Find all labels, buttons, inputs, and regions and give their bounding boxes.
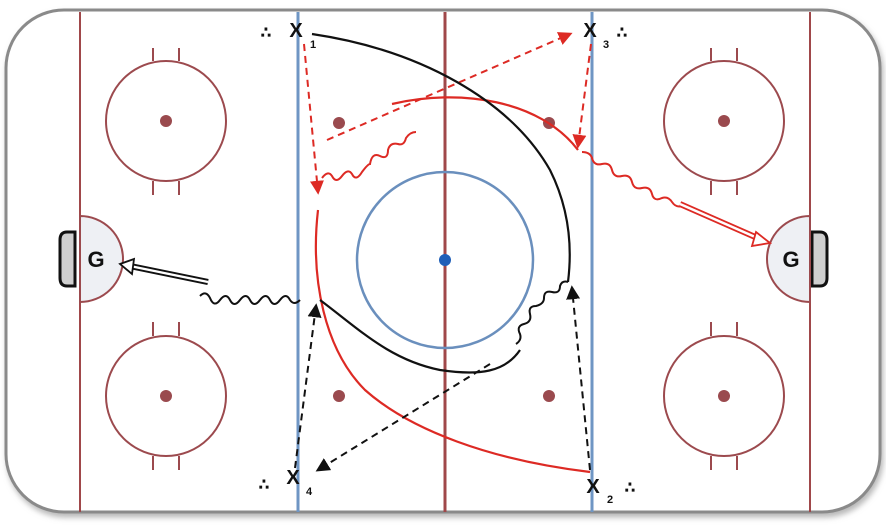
skate-red-top-arc [391, 96, 579, 151]
goalie-label-left: G [87, 247, 104, 272]
goalie-label-right: G [782, 247, 799, 272]
player-3-puck: ∴ [616, 25, 627, 42]
player-1-puck: ∴ [260, 25, 271, 42]
faceoff-circle-left-top [105, 48, 227, 195]
pass-red-to-p3 [326, 32, 573, 141]
center-circle [355, 170, 535, 350]
player-3-mark: X [583, 20, 597, 42]
neutral-dot-bottom-right [543, 390, 555, 402]
neutral-dot-bottom-left [333, 390, 345, 402]
faceoff-circle-right-bottom [663, 322, 785, 470]
pass-red-p1-down [303, 43, 324, 195]
skate-black-lower-arc [319, 299, 521, 374]
shot-red-to-right-goal [678, 201, 773, 248]
stickhandle-black-left [199, 292, 301, 305]
pass-black-p4-up [294, 303, 322, 469]
pass-black-to-p4 [315, 363, 491, 472]
pass-black-p2-up [566, 285, 591, 471]
goal-left [58, 214, 124, 304]
player-4-mark: X [286, 467, 300, 489]
player-4-number: 4 [306, 486, 313, 498]
stickhandle-red-left [321, 131, 417, 181]
goal-right [766, 214, 829, 304]
stickhandle-red-right [581, 151, 683, 208]
player-2: X 2 ∴ [586, 476, 635, 506]
skate-red-p2-arc [314, 209, 591, 474]
player-3-number: 3 [603, 39, 609, 51]
player-4: X 4 ∴ [258, 467, 313, 498]
player-2-puck: ∴ [624, 480, 635, 497]
center-faceoff-dot [439, 254, 451, 266]
stickhandle-black-right [515, 280, 569, 345]
shot-black-to-left-goal [118, 257, 209, 285]
neutral-dot-top-left [333, 117, 345, 129]
pass-red-p3-down [572, 43, 592, 149]
player-2-mark: X [586, 476, 600, 498]
player-1-number: 1 [310, 39, 316, 51]
player-3: X 3 ∴ [583, 20, 627, 51]
player-1: X 1 ∴ [260, 20, 316, 51]
player-4-puck: ∴ [258, 477, 269, 494]
faceoff-circle-right-top [663, 48, 785, 195]
player-1-mark: X [289, 20, 303, 42]
player-2-number: 2 [607, 494, 613, 506]
skate-black-p1-arc [311, 32, 571, 283]
faceoff-circle-left-bottom [105, 322, 227, 470]
